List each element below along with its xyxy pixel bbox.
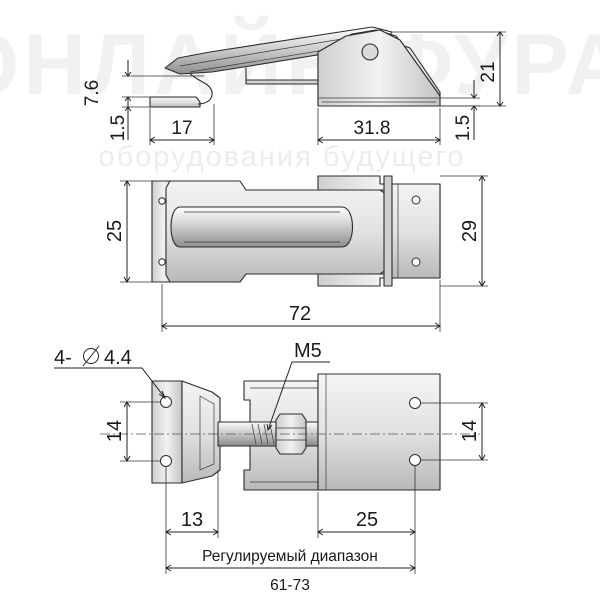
top-view-grip (170, 206, 353, 248)
bottom-view-right-block (317, 373, 441, 491)
bottom-view-dimensions: 4- 4.4 M5 14 14 13 (54, 340, 488, 594)
bottom-view (151, 373, 441, 491)
side-view-bracket (317, 29, 441, 107)
side-view (149, 26, 441, 108)
top-view (151, 175, 441, 287)
dim-bottom-length-left: 13 (181, 509, 203, 531)
diameter-icon (82, 345, 100, 367)
dim-hole-spacing-right: 14 (459, 420, 481, 442)
dim-side-length-left: 17 (171, 118, 192, 139)
side-view-dimensions: 7.6 1.5 17 31.8 1.5 21 (82, 31, 506, 145)
dim-top-height-left: 25 (104, 220, 126, 242)
dim-adjust-label: Регулируемый диапазон (202, 548, 378, 565)
dim-top-height-right: 29 (459, 220, 481, 242)
side-view-base-plate (149, 96, 201, 108)
watermark-tagline: оборудования будущего (98, 141, 465, 173)
dim-adjust-range: 61-73 (270, 577, 310, 594)
dim-thread-spec: M5 (294, 340, 322, 362)
top-view-dimensions: 25 29 72 (104, 175, 488, 332)
dim-holes-spec: 4- (54, 347, 72, 369)
bottom-view-hook-base (181, 380, 221, 484)
dim-side-length-right: 31.8 (354, 118, 391, 139)
dim-side-thickness-right: 1.5 (453, 115, 474, 141)
dim-top-total-length: 72 (289, 303, 311, 325)
dim-holes-diameter: 4.4 (104, 347, 132, 369)
dim-hole-spacing-left: 14 (104, 420, 126, 442)
dim-side-height-total: 21 (478, 61, 499, 82)
bottom-view-nut (275, 413, 307, 455)
dim-bottom-length-right: 25 (356, 509, 378, 531)
dim-side-thickness-left: 1.5 (108, 115, 129, 141)
dim-side-height-left: 7.6 (82, 80, 103, 106)
